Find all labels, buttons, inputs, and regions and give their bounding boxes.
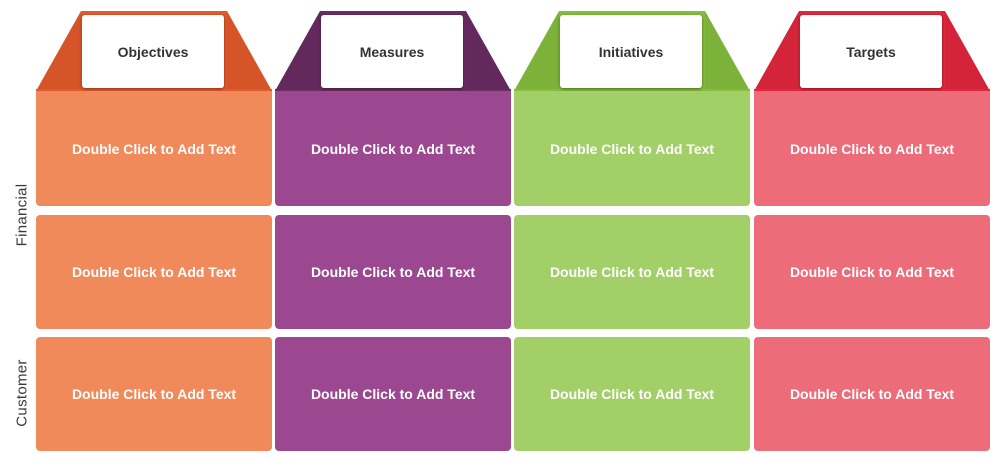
cell-measures-2[interactable]: Double Click to Add Text [275,215,511,329]
cell-initiatives-1[interactable]: Double Click to Add Text [514,91,750,206]
column-initiatives: Initiatives Double Click to Add Text Dou… [514,0,750,463]
cell-objectives-3[interactable]: Double Click to Add Text [36,337,272,451]
header-shade-right [466,11,511,91]
cell-initiatives-3[interactable]: Double Click to Add Text [514,337,750,451]
header-card-targets[interactable]: Targets [800,15,942,88]
header-shade-left [275,11,320,91]
header-shade-left [36,11,81,91]
header-shade-right [705,11,750,91]
cell-objectives-1[interactable]: Double Click to Add Text [36,91,272,206]
column-objectives: Objectives Double Click to Add Text Doub… [36,0,272,463]
column-targets: Targets Double Click to Add Text Double … [754,0,990,463]
cell-targets-3[interactable]: Double Click to Add Text [754,337,990,451]
header-shade-left [754,11,799,91]
header-shade-right [945,11,990,91]
column-measures: Measures Double Click to Add Text Double… [275,0,511,463]
row-label-financial: Financial [13,183,31,247]
cell-targets-1[interactable]: Double Click to Add Text [754,91,990,206]
cell-targets-2[interactable]: Double Click to Add Text [754,215,990,329]
header-card-objectives[interactable]: Objectives [82,15,224,88]
cell-measures-3[interactable]: Double Click to Add Text [275,337,511,451]
header-card-measures[interactable]: Measures [321,15,463,88]
header-shade-left [514,11,559,91]
header-shade-right [227,11,272,91]
row-label-customer: Customer [13,359,31,427]
cell-objectives-2[interactable]: Double Click to Add Text [36,215,272,329]
cell-measures-1[interactable]: Double Click to Add Text [275,91,511,206]
cell-initiatives-2[interactable]: Double Click to Add Text [514,215,750,329]
header-card-initiatives[interactable]: Initiatives [560,15,702,88]
